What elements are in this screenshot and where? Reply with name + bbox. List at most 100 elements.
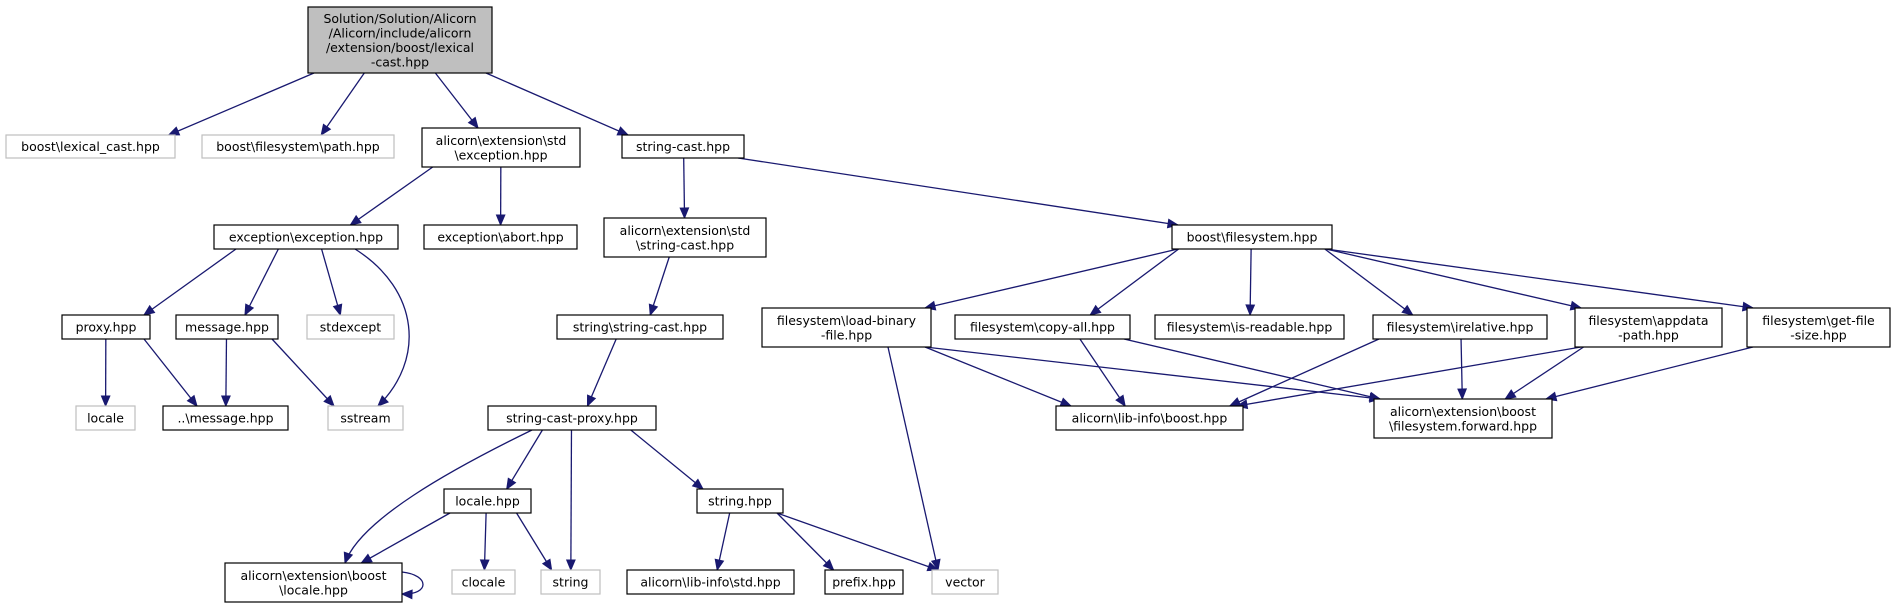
edge-arrowhead [1059,397,1073,407]
edge-arrowhead [1504,389,1517,400]
edge-arrowhead [244,303,255,317]
node-locale-hpp[interactable]: locale.hpp [443,488,532,514]
node-box [201,134,395,159]
node-box [423,224,578,250]
edge-load-binary-to-vector [887,346,941,572]
edge-arrowhead [648,303,659,317]
edge-line [570,429,573,571]
edge-locale-hpp-to-clocale [479,512,490,572]
node-copy-all[interactable]: filesystem\copy-all.hpp [954,314,1131,340]
node-proxy[interactable]: proxy.hpp [61,314,151,340]
node-box [443,488,532,514]
node-exc-abort[interactable]: exception\abort.hpp [423,224,578,250]
node-get-file-size[interactable]: filesystem\get-file-size.hpp [1746,307,1891,348]
node-stdexcept: stdexcept [306,314,395,340]
node-box [162,405,289,431]
node-label-line: alicorn\extension\std [436,133,567,148]
edge-arrowhead [1401,304,1414,316]
node-box [1574,307,1723,348]
edge-line [515,512,553,571]
edge-message-to-sstream [271,338,335,407]
node-scp[interactable]: string-cast-proxy.hpp [487,405,657,431]
node-appdata[interactable]: filesystem\appdata-path.hpp [1574,307,1723,348]
edge-line [1249,248,1252,316]
node-box [1746,307,1891,348]
node-box [306,314,395,340]
node-boost-fs[interactable]: boost\filesystem.hpp [1171,224,1333,250]
node-lexical-cast: boost\lexical_cast.hpp [5,134,176,159]
node-exc-exc[interactable]: exception\exception.hpp [213,224,399,250]
node-box [1171,224,1333,250]
node-dotmessage[interactable]: ..\message.hpp [162,405,289,431]
node-label-line: string\string-cast.hpp [573,320,707,335]
node-label-line: proxy.hpp [76,320,137,335]
edge-boost-fs-to-copy-all [1089,248,1180,316]
node-box [307,6,493,74]
edge-get-file-size-to-fs-forward [1544,346,1754,402]
edge-scp-to-boost-locale [343,429,533,565]
node-label-line: exception\abort.hpp [437,230,563,245]
edge-line [244,248,279,316]
edge-string-cast-to-boost-fs [737,157,1180,229]
node-label-line: \exception.hpp [454,147,547,162]
node-libinfo-boost[interactable]: alicorn\lib-info\boost.hpp [1055,405,1244,431]
edge-arrowhead [541,558,553,572]
node-str-str-cast[interactable]: string\string-cast.hpp [556,314,724,340]
node-load-binary[interactable]: filesystem\load-binary-file.hpp [761,307,932,348]
edge-arrowhead [506,477,517,491]
edge-line [737,157,1179,226]
edge-line [143,248,237,316]
edge-line [1089,248,1180,316]
node-message[interactable]: message.hpp [175,314,279,340]
node-label-line: boost\filesystem.hpp [1187,230,1318,245]
node-string-cast[interactable]: string-cast.hpp [621,134,745,159]
edge-string-cast-to-std-string-cast [679,157,690,220]
node-label-line: locale [87,411,124,426]
edge-line [485,72,629,136]
edge-arrowhead [691,478,704,490]
edge-proxy-to-dotmessage [143,338,198,408]
node-box [213,224,399,250]
edge-line [924,346,1072,407]
edge-line [1123,338,1381,400]
edge-appdata-to-fs-forward [1504,346,1584,400]
node-std-exception[interactable]: alicorn\extension\std\exception.hpp [421,127,581,168]
edge-line [924,248,1179,309]
node-string-hpp[interactable]: string.hpp [696,488,784,514]
edge-arrowhead [400,589,413,600]
edge-string-hpp-to-prefix [776,512,835,571]
edge-line [586,338,617,407]
edge-arrowhead [323,394,335,407]
edge-arrowhead [1115,394,1126,408]
edge-line [320,248,342,316]
node-locale-std: locale [75,405,136,431]
edge-line [320,72,365,136]
node-string-std: string [540,569,601,595]
edge-line [434,72,479,129]
edge-arrowhead [360,553,373,564]
node-box [621,134,745,159]
node-label-line: alicorn\extension\boost [1390,404,1536,419]
node-label-line: filesystem\is-readable.hpp [1167,320,1333,335]
edge-line [1325,248,1582,309]
edge-arrowhead [467,116,479,130]
edge-arrowhead [320,123,332,137]
edge-exc-exc-to-stdexcept [320,248,343,317]
edge-line [1236,346,1582,407]
node-label-line: alicorn\extension\std [620,223,751,238]
node-irelative[interactable]: filesystem\irelative.hpp [1372,314,1548,340]
edge-line [143,338,198,407]
node-is-readable[interactable]: filesystem\is-readable.hpp [1154,314,1345,340]
node-libinfo-std[interactable]: alicorn\lib-info\std.hpp [626,569,795,595]
node-label-line: filesystem\appdata [1588,313,1708,328]
node-prefix[interactable]: prefix.hpp [824,569,904,595]
node-label-line: prefix.hpp [832,575,896,590]
node-boost-locale[interactable]: alicorn\extension\boost\locale.hpp [224,562,403,603]
edge-boost-fs-to-get-file-size [1325,248,1755,312]
node-root[interactable]: Solution/Solution/Alicorn/Alicorn/includ… [307,6,493,74]
node-fs-forward[interactable]: alicorn\extension\boost\filesystem.forwa… [1373,398,1553,439]
edge-exc-exc-to-sstream [354,248,410,407]
node-box [421,127,581,168]
node-std-string-cast[interactable]: alicorn\extension\std\string-cast.hpp [603,217,767,258]
node-label-line: alicorn\extension\boost [241,568,387,583]
